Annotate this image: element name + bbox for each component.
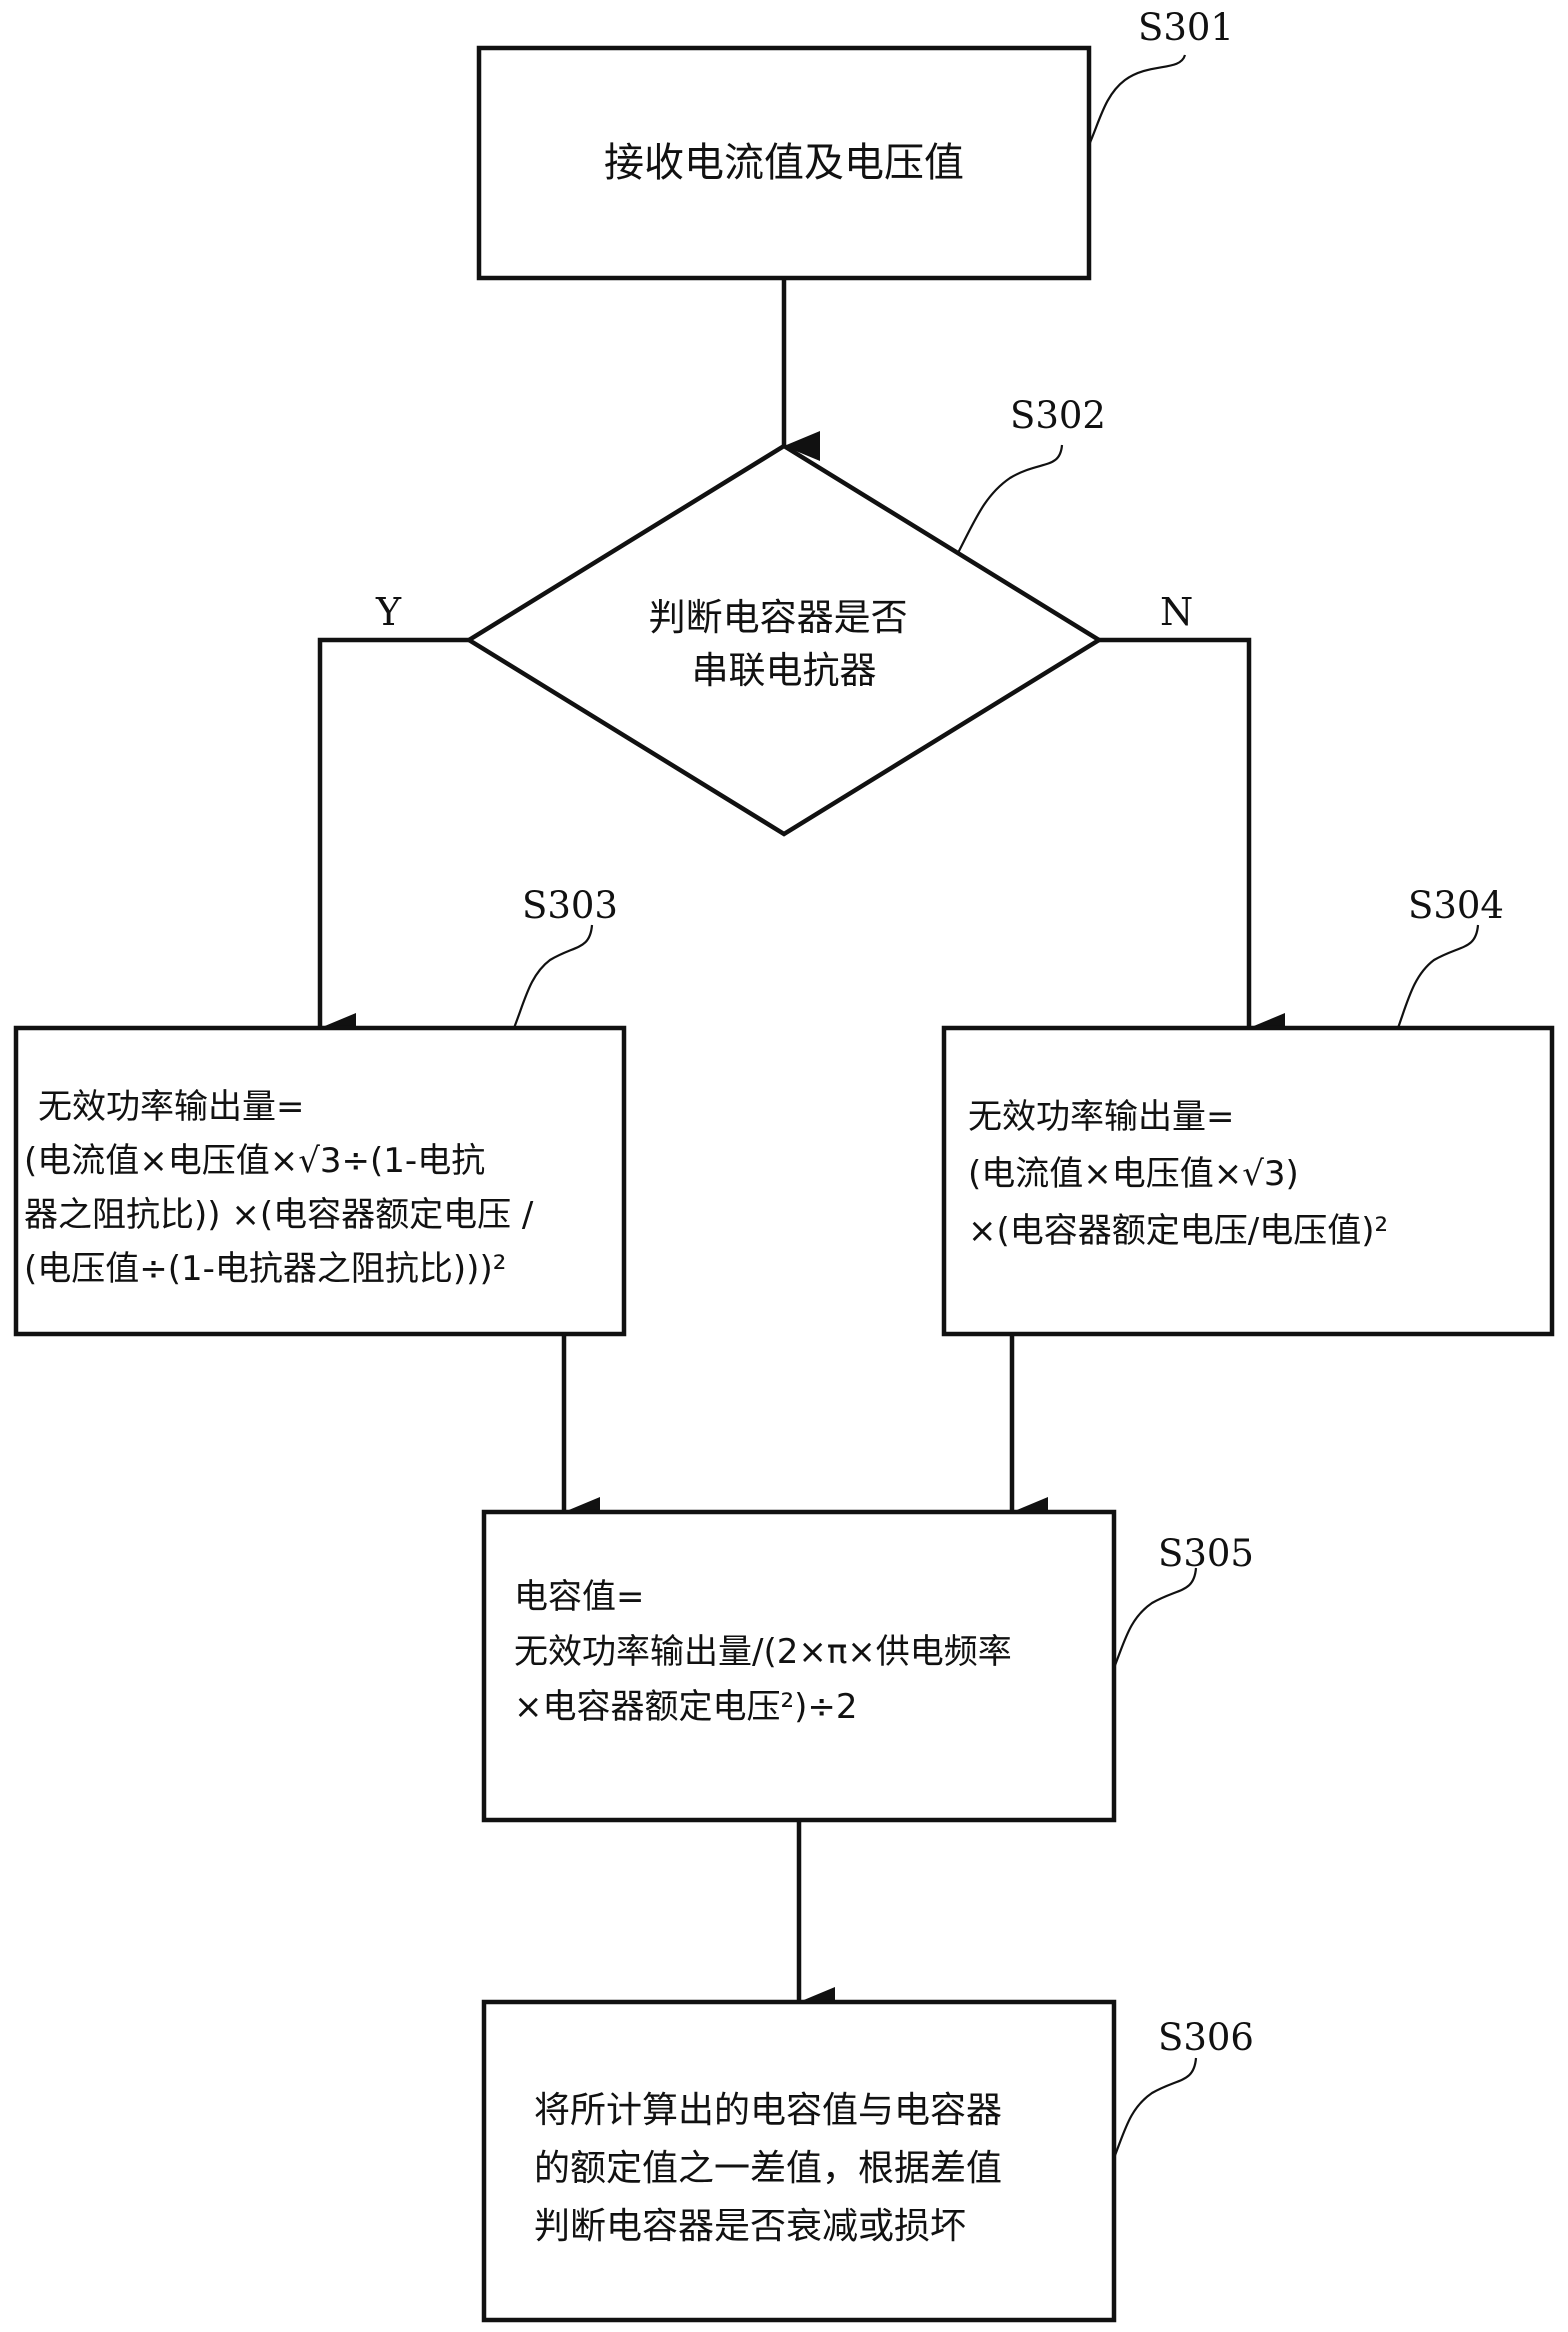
step-s303-box	[13, 1025, 627, 1337]
step-s301-leader	[1087, 54, 1187, 146]
step-s306-leader	[1112, 2057, 1198, 2159]
step-s305-text-line3: ×电容器额定电压²)÷2	[514, 1687, 858, 1727]
branch-no-label: N	[1160, 590, 1193, 634]
step-s306-text-line3: 判断电容器是否衰减或损坏	[534, 2206, 966, 2247]
step-s304-text-line2: (电流值×电压值×√3)	[968, 1154, 1299, 1194]
step-s303-leader	[512, 924, 594, 1029]
step-s302-text-line2: 串联电抗器	[692, 649, 877, 692]
step-s306-text-line2: 的额定值之一差值，根据差值	[534, 2148, 1002, 2189]
step-s301-text: 接收电流值及电压值	[604, 140, 964, 186]
step-s306-label: S306	[1158, 2016, 1254, 2059]
step-s302-text-line1: 判断电容器是否	[649, 596, 908, 639]
step-s306-box	[481, 1999, 1117, 2323]
step-s304-leader	[1396, 924, 1480, 1029]
branch-yes-line	[317, 637, 469, 1043]
svg-text:无效功率输出量= (电流值×电压值×√3÷(1-电抗: 无效功率输出量= (电流值×电压值×√3÷(1-电抗 器之阻抗比)) ×(电容器…	[24, 1087, 544, 1289]
step-s301-label: S301	[1138, 6, 1234, 49]
step-s303-text-line4: (电压值÷(1-电抗器之阻抗比)))²	[24, 1249, 506, 1289]
step-s304-text-line1: 无效功率输出量=	[968, 1097, 1235, 1137]
svg-text:无效功率输出量= (电流值×电压值×√3): 无效功率输出量= (电流值×电压值×√3) ×(电容器额定电压/电压值)²	[968, 1097, 1388, 1251]
step-s302-label: S302	[1010, 394, 1106, 437]
step-s303-label: S303	[522, 884, 618, 927]
svg-text:接收电流值及电压值: 接收电流值及电压值	[604, 140, 964, 186]
step-s303-text-line2: (电流值×电压值×√3÷(1-电抗	[24, 1141, 485, 1181]
step-s304-text-line3: ×(电容器额定电压/电压值)²	[968, 1211, 1388, 1251]
step-s305-text-line2: 无效功率输出量/(2×π×供电频率	[514, 1632, 1012, 1672]
step-s305-box	[481, 1509, 1117, 1823]
step-s305-label: S305	[1158, 1532, 1254, 1575]
step-s303-text-line1: 无效功率输出量=	[38, 1087, 305, 1127]
step-s302-decision	[464, 443, 1104, 837]
step-s305-leader	[1112, 1567, 1198, 1669]
step-s303-text-line3: 器之阻抗比)) ×(电容器额定电压 /	[24, 1195, 534, 1235]
svg-text:电容值= 无效功率输出量/(2×π×供电频率: 电容值= 无效功率输出量/(2×π×供电频率 ×电容器额定电压²)÷2	[514, 1577, 1023, 1727]
step-s301-box	[476, 45, 1092, 281]
svg-text:判断电容器是否 串联电抗器: 判断电容器是否 串联电抗器	[649, 596, 920, 692]
step-s304-box	[941, 1025, 1555, 1337]
branch-no-line	[1099, 637, 1285, 1043]
svg-text:将所计算出的电容值与电容器 的额定值之一差值，根据差: 将所计算出的电容值与电容器 的额定值之一差值，根据差值 判断电容器是否衰减或损坏	[534, 2090, 1013, 2247]
step-s305-text-line1: 电容值=	[514, 1577, 645, 1617]
branch-yes-label: Y	[375, 590, 402, 634]
step-s302-leader	[957, 444, 1064, 554]
step-s304-label: S304	[1408, 884, 1504, 927]
step-s306-text-line1: 将所计算出的电容值与电容器	[534, 2090, 1002, 2131]
